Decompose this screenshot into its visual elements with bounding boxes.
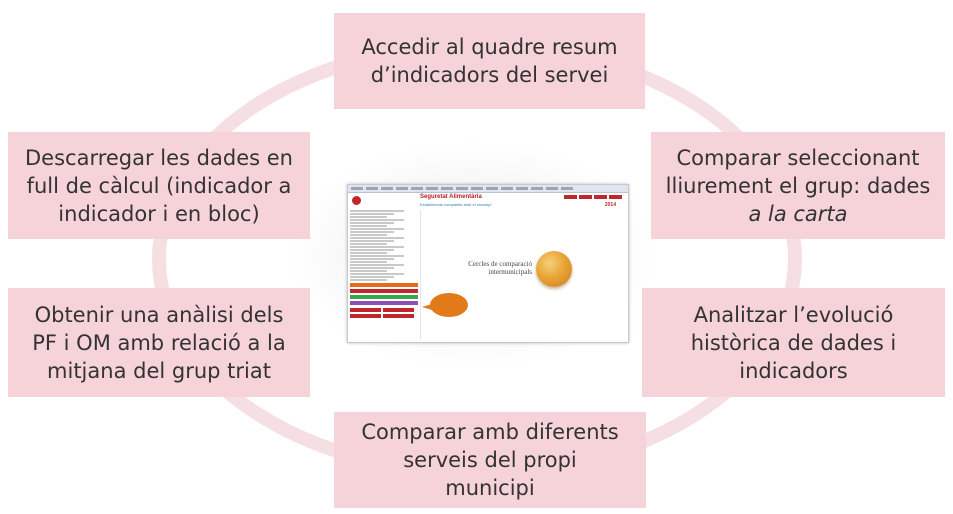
app-screenshot: Seguretat Alimentària Establiments compa…	[347, 184, 629, 343]
step-analysis-pf-om: Obtenir una anàlisi dels PF i OM amb rel…	[8, 288, 310, 397]
screenshot-center-text: Cercles de comparació intermunicipals	[468, 260, 532, 276]
step-compare-services: Comparar amb diferents serveis del propi…	[334, 412, 646, 508]
screenshot-app-subtitle: Establiments compartits amb el municipi	[420, 202, 492, 207]
globe-icon	[536, 251, 572, 287]
step-access-summary: Accedir al quadre resum d’indicadors del…	[334, 13, 645, 109]
logo-icon	[352, 196, 361, 205]
step-download-data: Descarregar les dades en full de càlcul …	[8, 132, 310, 239]
browser-toolbar	[348, 185, 628, 193]
step-compare-free-selection: Comparar seleccionant lliurement el grup…	[651, 132, 945, 239]
speech-bubble-icon	[422, 293, 468, 317]
screenshot-header-buttons	[564, 195, 622, 199]
step-historical-evolution: Analitzar l’evolució històrica de dades …	[642, 288, 945, 397]
screenshot-sidebar	[350, 210, 418, 340]
screenshot-app-title: Seguretat Alimentària	[420, 194, 482, 200]
screenshot-year: 2014	[604, 202, 616, 208]
